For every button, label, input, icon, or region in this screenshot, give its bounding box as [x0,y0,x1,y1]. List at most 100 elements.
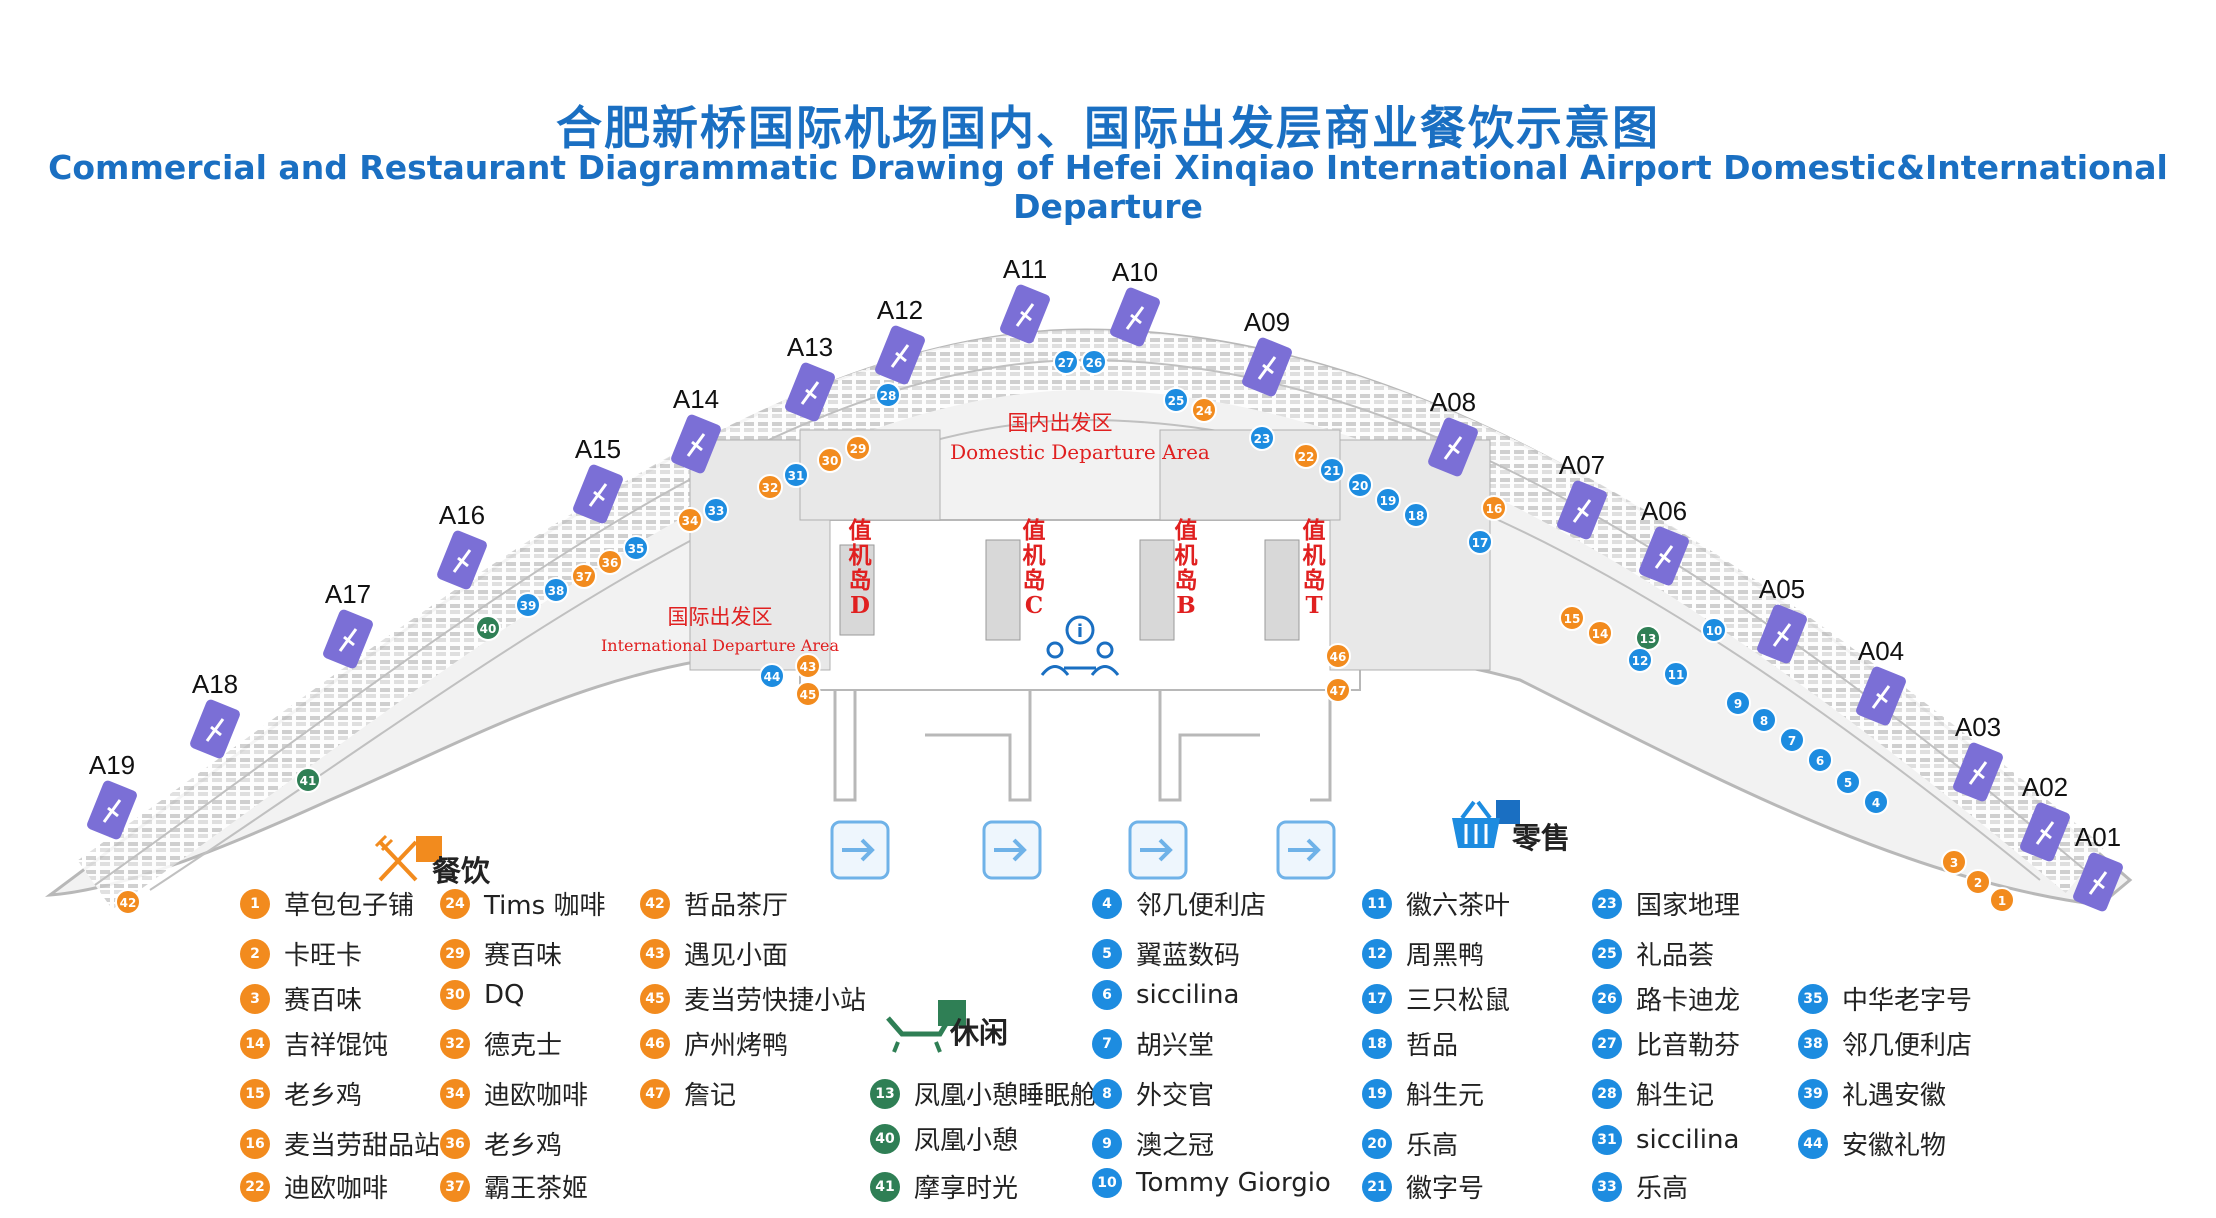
store-marker-45[interactable]: 45 [795,681,821,707]
store-marker-32[interactable]: 32 [757,474,783,500]
gate-a03[interactable]: A03 [1952,712,2005,803]
gate-a02[interactable]: A02 [2019,772,2072,863]
store-marker-3[interactable]: 3 [1941,849,1967,875]
gate-a05[interactable]: A05 [1756,574,1809,665]
store-marker-46[interactable]: 46 [1325,643,1351,669]
store-marker-40[interactable]: 40 [475,615,501,641]
gate-a17[interactable]: A17 [322,579,375,670]
store-marker-18[interactable]: 18 [1403,502,1429,528]
store-marker-6[interactable]: 6 [1807,747,1833,773]
gate-a12[interactable]: A12 [874,295,927,386]
gate-a07[interactable]: A07 [1556,450,1609,541]
store-marker-4[interactable]: 4 [1863,789,1889,815]
store-marker-33[interactable]: 33 [703,497,729,523]
store-marker-35[interactable]: 35 [623,535,649,561]
store-marker-23[interactable]: 23 [1249,425,1275,451]
store-marker-44[interactable]: 44 [759,663,785,689]
gate-a08[interactable]: A08 [1427,387,1480,478]
store-marker-13[interactable]: 13 [1635,625,1661,651]
store-marker-14[interactable]: 14 [1587,620,1613,646]
store-marker-12[interactable]: 12 [1627,647,1653,673]
gate-a16[interactable]: A16 [436,500,489,591]
store-marker-1[interactable]: 1 [1989,887,2015,913]
store-marker-31[interactable]: 31 [783,462,809,488]
store-marker-43[interactable]: 43 [795,653,821,679]
entrance-arrow-icon[interactable] [982,820,1042,880]
store-marker-28[interactable]: 28 [875,382,901,408]
store-marker-42[interactable]: 42 [115,889,141,915]
store-marker-8[interactable]: 8 [1751,707,1777,733]
gate-a06[interactable]: A06 [1638,496,1691,587]
store-marker-39[interactable]: 39 [515,592,541,618]
gate-a19[interactable]: A19 [86,750,139,841]
gate-a01[interactable]: A01 [2072,822,2125,913]
store-marker-20[interactable]: 20 [1347,472,1373,498]
store-marker-15[interactable]: 15 [1559,605,1585,631]
gate-a09[interactable]: A09 [1241,307,1294,398]
gate-a04[interactable]: A04 [1855,636,1908,727]
store-marker-38[interactable]: 38 [543,577,569,603]
store-marker-7[interactable]: 7 [1779,727,1805,753]
entrance-arrow-icon[interactable] [830,820,890,880]
gate-a10[interactable]: A10 [1109,257,1162,348]
gate-a15[interactable]: A15 [572,434,625,525]
store-marker-27[interactable]: 27 [1053,349,1079,375]
store-marker-41[interactable]: 41 [295,767,321,793]
gate-a18[interactable]: A18 [189,669,242,760]
store-marker-47[interactable]: 47 [1325,677,1351,703]
store-marker-17[interactable]: 17 [1467,529,1493,555]
store-marker-10[interactable]: 10 [1701,617,1727,643]
store-marker-24[interactable]: 24 [1191,397,1217,423]
entrance-arrow-icon[interactable] [1128,820,1188,880]
entrance-arrow-icon[interactable] [1276,820,1336,880]
store-marker-25[interactable]: 25 [1163,387,1189,413]
store-marker-19[interactable]: 19 [1375,487,1401,513]
store-marker-16[interactable]: 16 [1481,495,1507,521]
store-marker-34[interactable]: 34 [677,507,703,533]
store-marker-22[interactable]: 22 [1293,443,1319,469]
store-marker-36[interactable]: 36 [597,549,623,575]
gate-a13[interactable]: A13 [784,332,837,423]
